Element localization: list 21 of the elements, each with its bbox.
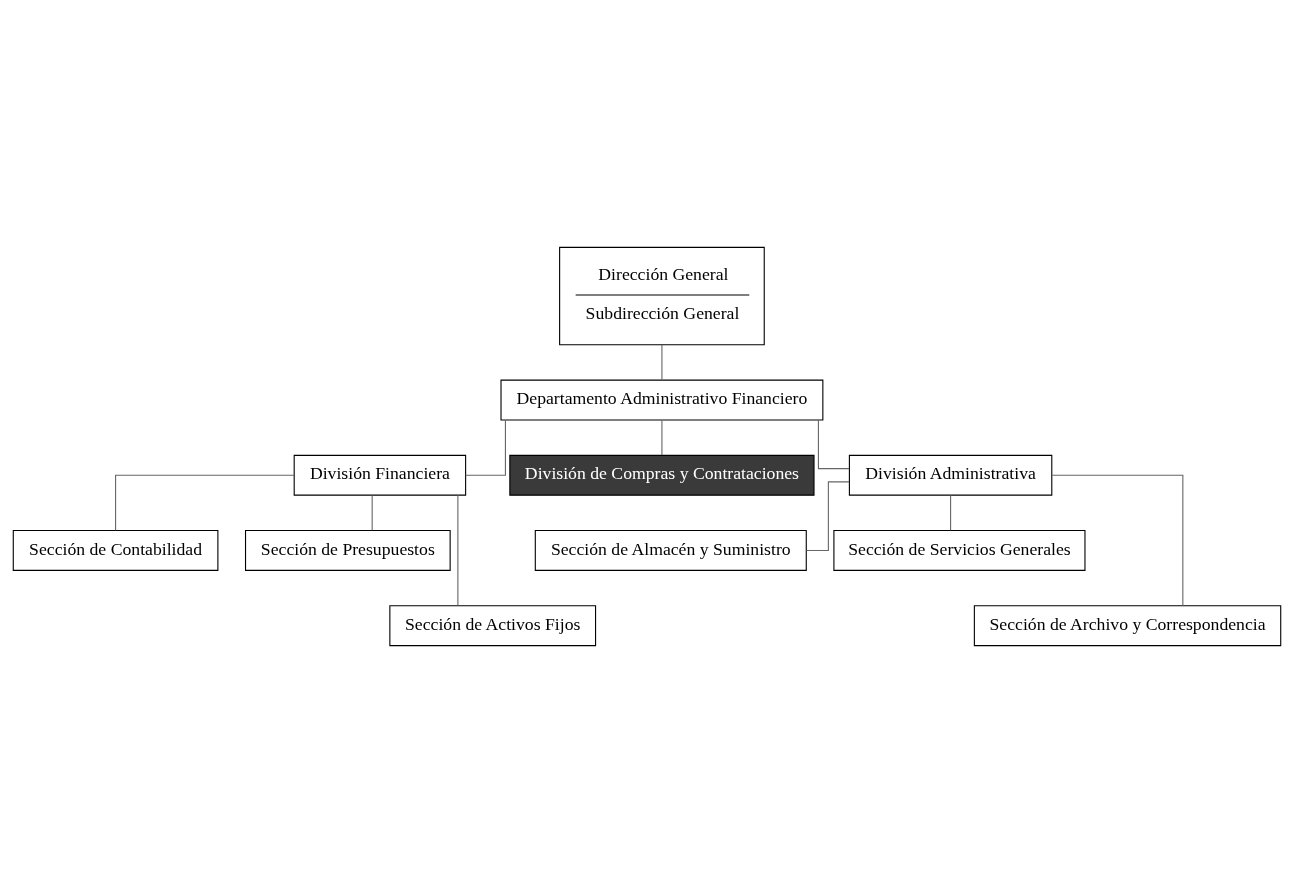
connector xyxy=(465,419,506,476)
node-box: División Financiera xyxy=(293,454,467,496)
node-box: Sección de Contabilidad xyxy=(12,529,219,571)
connector xyxy=(661,343,663,380)
node-box: División de Compras y Contrataciones xyxy=(509,454,815,496)
connector xyxy=(950,494,952,531)
connector xyxy=(1051,474,1184,606)
connector xyxy=(817,419,850,469)
node-box: División Administrativa xyxy=(848,454,1053,496)
node-box: Sección de Archivo y Correspondencia xyxy=(973,604,1282,646)
connector xyxy=(115,474,295,531)
node-box: Sección de Almacén y Suministro xyxy=(534,529,807,571)
node-box: Departamento Administrativo Financiero xyxy=(500,379,824,420)
node-box: Sección de Activos Fijos xyxy=(389,604,597,646)
connector xyxy=(371,494,373,531)
connector xyxy=(457,494,459,606)
node-box: Sección de Presupuestos xyxy=(244,529,451,571)
node-box: Dirección General Subdirección General xyxy=(559,246,765,345)
connector xyxy=(805,480,850,551)
connector xyxy=(661,419,663,456)
node-box: Sección de Servicios Generales xyxy=(833,529,1086,571)
